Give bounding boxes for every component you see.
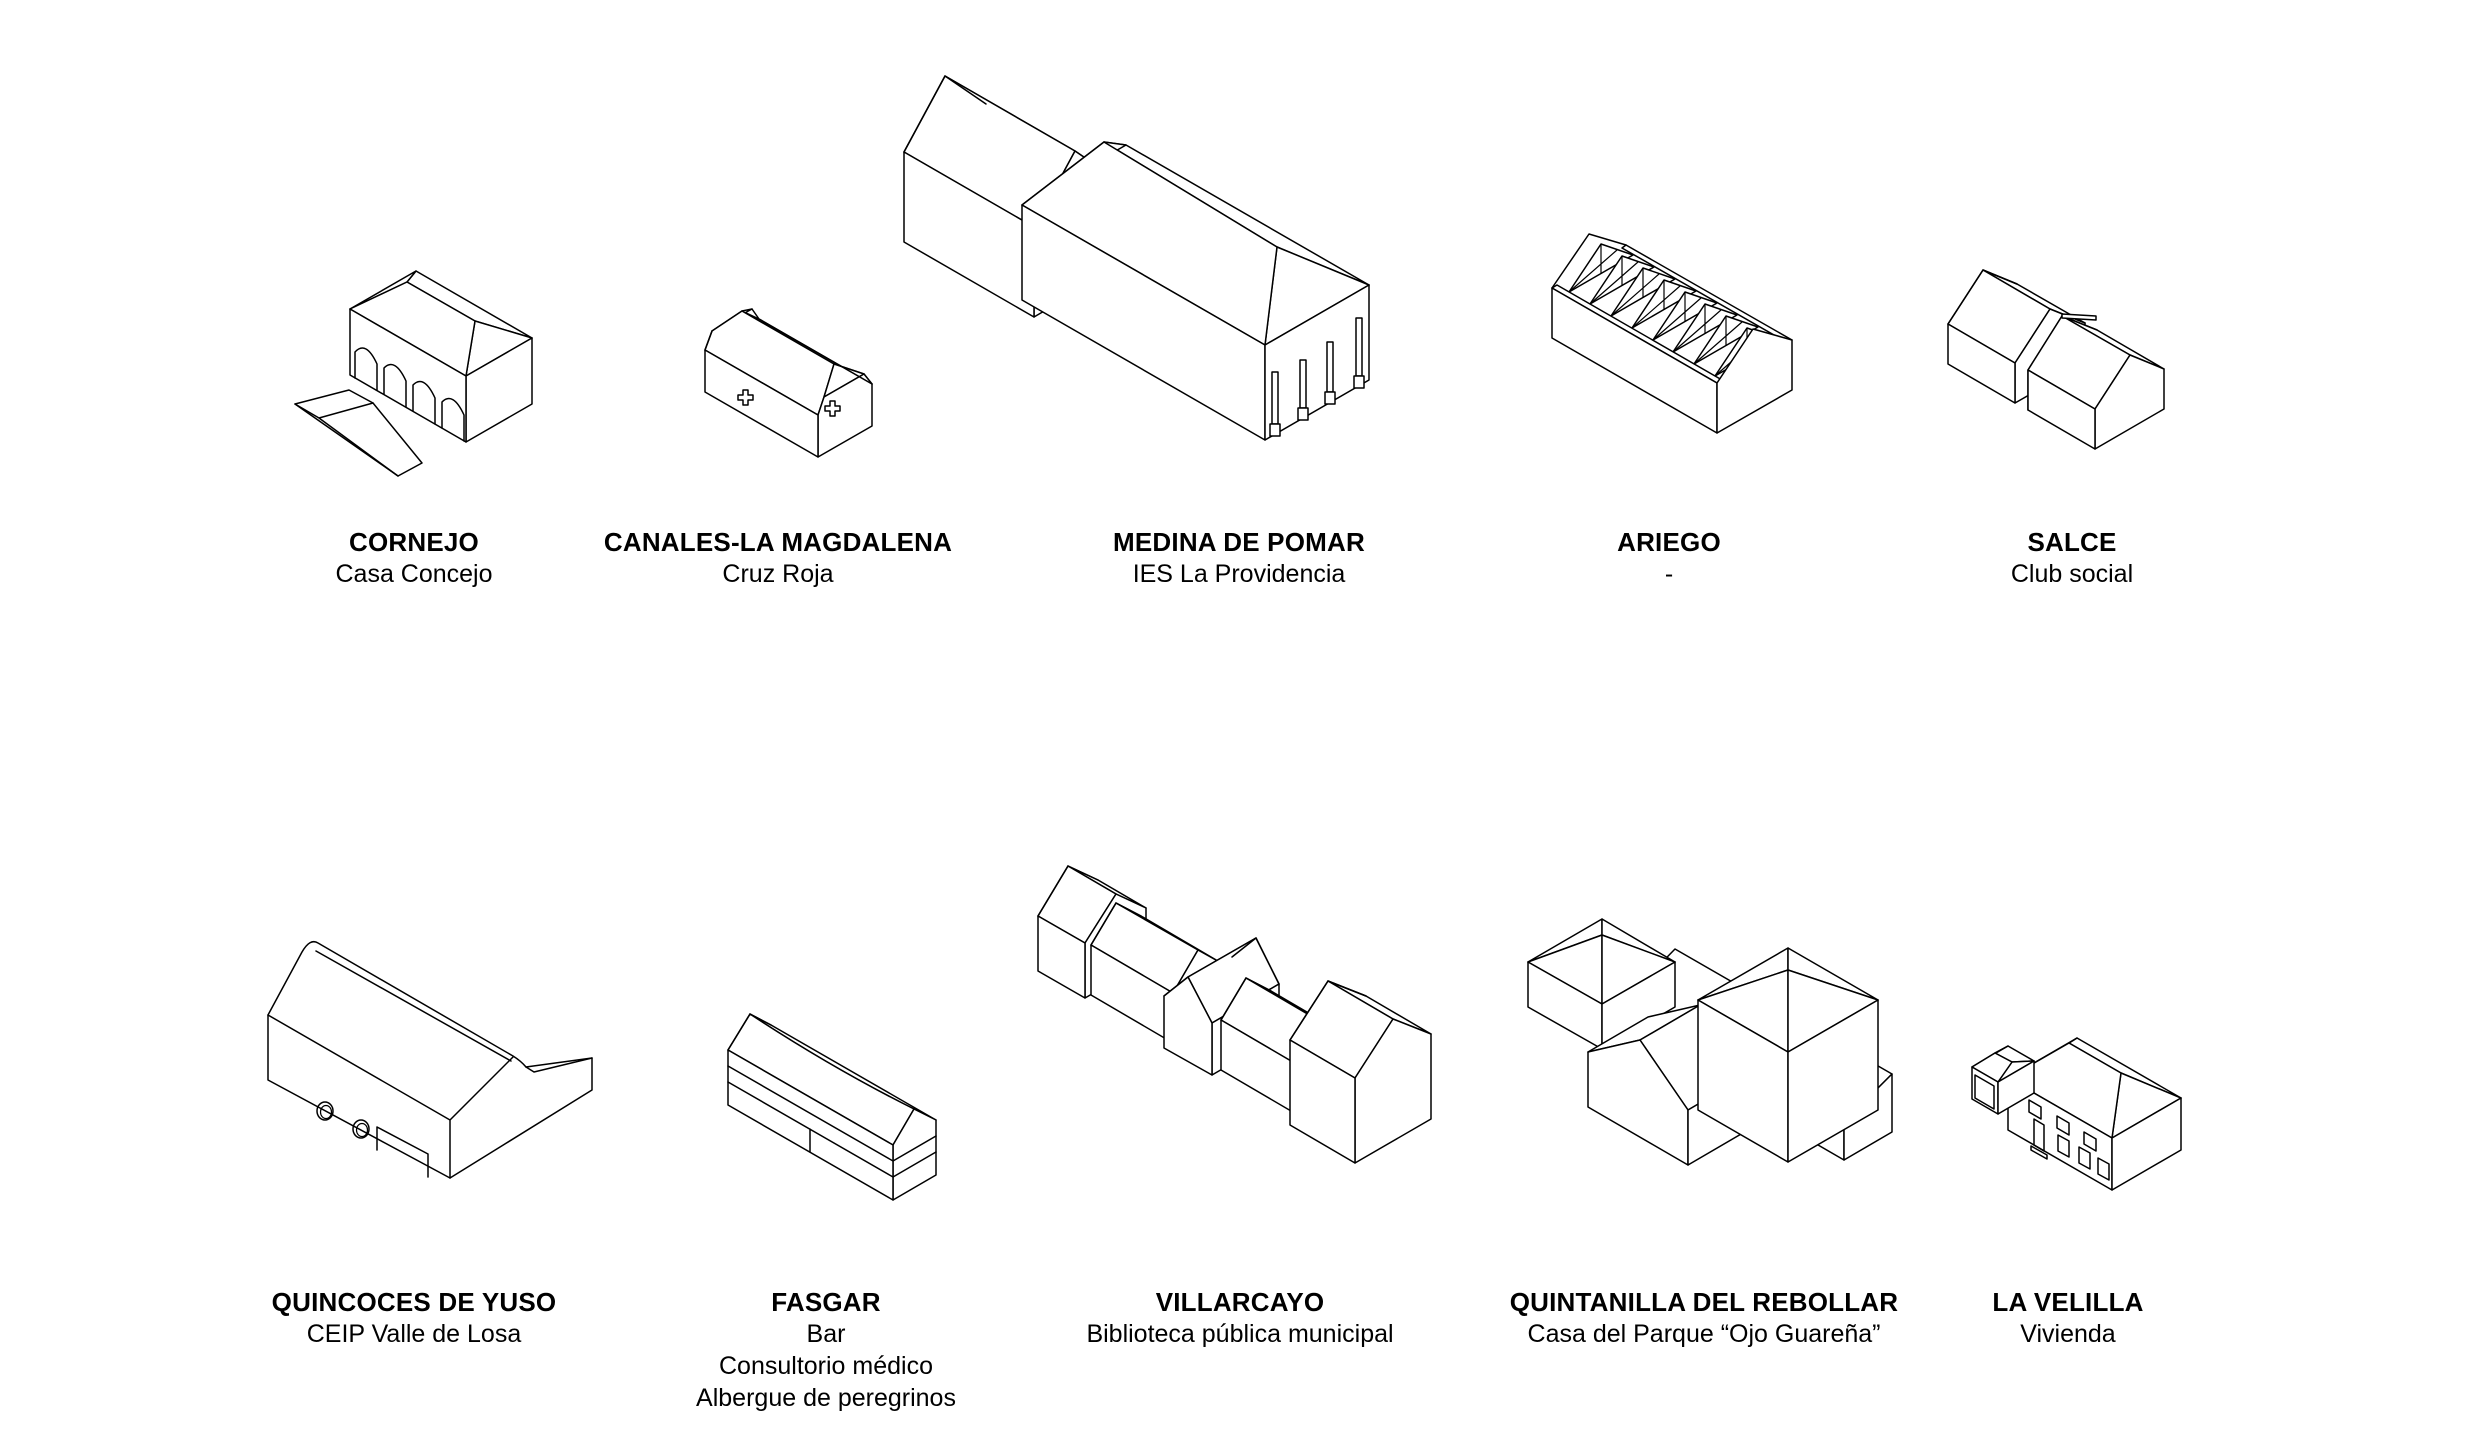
fasgar-roof bbox=[727, 1013, 937, 1146]
settlement-name: VILLARCAYO bbox=[1155, 1287, 1325, 1317]
building-use: Bar bbox=[806, 1320, 846, 1348]
salce-volume-2 bbox=[2027, 315, 2165, 450]
quintanilla-right-pavilion bbox=[1697, 947, 1879, 1163]
salce-canopy bbox=[2061, 313, 2097, 321]
building-use: Casa Concejo bbox=[335, 560, 493, 588]
settlement-name: CORNEJO bbox=[349, 527, 479, 557]
label-salce: SALCE Club social bbox=[1862, 526, 2282, 590]
drawing-fasgar bbox=[700, 1010, 980, 1230]
drawing-ariego bbox=[1540, 230, 1820, 460]
building-use: Vivienda bbox=[2020, 1320, 2116, 1348]
cornejo-arcade bbox=[354, 347, 465, 442]
cornejo-ramp bbox=[294, 389, 423, 477]
settlement-name: FASGAR bbox=[771, 1287, 881, 1317]
lavelilla-garage-door bbox=[1974, 1074, 1995, 1110]
label-quintanilla: QUINTANILLA DEL REBOLLAR Casa del Parque… bbox=[1444, 1286, 1964, 1350]
fasgar-axonometric-icon bbox=[727, 1013, 937, 1201]
label-medina: MEDINA DE POMAR IES La Providencia bbox=[1029, 526, 1449, 590]
building-use: Biblioteca pública municipal bbox=[1086, 1320, 1394, 1348]
building-use: - bbox=[1664, 560, 1674, 588]
drawing-medina bbox=[880, 40, 1440, 480]
settlement-name: LA VELILLA bbox=[1992, 1287, 2144, 1317]
settlement-name: CANALES-LA MAGDALENA bbox=[603, 527, 953, 557]
ariego-near-walls bbox=[1551, 284, 1793, 434]
drawing-canales bbox=[680, 300, 920, 480]
canales-walls bbox=[704, 308, 873, 458]
building-use: CEIP Valle de Losa bbox=[306, 1320, 522, 1348]
canales-red-cross-icon bbox=[737, 389, 841, 417]
label-villarcayo: VILLARCAYO Biblioteca pública municipal bbox=[1030, 1286, 1450, 1350]
label-fasgar: FASGAR Bar Consultorio médico Albergue d… bbox=[616, 1286, 1036, 1414]
settlement-name: MEDINA DE POMAR bbox=[1113, 527, 1365, 557]
drawing-cornejo bbox=[270, 260, 600, 510]
medina-axonometric-icon bbox=[903, 75, 1370, 441]
medina-main-hall bbox=[1021, 141, 1370, 441]
settlement-name: QUINTANILLA DEL REBOLLAR bbox=[1509, 1287, 1899, 1317]
cornejo-axonometric-icon bbox=[294, 270, 533, 477]
fasgar-walls bbox=[727, 1013, 937, 1201]
label-canales: CANALES-LA MAGDALENA Cruz Roja bbox=[548, 526, 1008, 590]
label-lavelilla: LA VELILLA Vivienda bbox=[1858, 1286, 2278, 1350]
lavelilla-annex bbox=[1971, 1045, 2035, 1115]
building-use: IES La Providencia bbox=[1132, 560, 1346, 588]
lavelilla-main-house bbox=[2007, 1037, 2182, 1191]
medina-porch-columns bbox=[1269, 317, 1365, 437]
lavelilla-windows bbox=[2028, 1099, 2110, 1181]
quincoces-axonometric-icon bbox=[267, 940, 593, 1179]
lavelilla-door bbox=[2030, 1118, 2048, 1160]
quintanilla-axonometric-icon bbox=[1527, 918, 1893, 1166]
villarcayo-end-pavilion-near bbox=[1289, 980, 1432, 1164]
settlement-name: QUINCOCES DE YUSO bbox=[271, 1287, 557, 1317]
lavelilla-axonometric-icon bbox=[1971, 1037, 2182, 1191]
label-ariego: ARIEGO - bbox=[1459, 526, 1879, 590]
label-quincoces: QUINCOCES DE YUSO CEIP Valle de Losa bbox=[204, 1286, 624, 1350]
quincoces-porthole-windows bbox=[316, 1101, 370, 1139]
building-use: Casa del Parque “Ojo Guareña” bbox=[1527, 1320, 1881, 1348]
drawing-quintanilla bbox=[1500, 900, 1940, 1240]
label-cornejo: CORNEJO Casa Concejo bbox=[204, 526, 624, 590]
settlement-name: ARIEGO bbox=[1617, 527, 1721, 557]
drawing-salce bbox=[1920, 260, 2200, 470]
building-use: Cruz Roja bbox=[722, 560, 834, 588]
drawing-lavelilla bbox=[1940, 1020, 2220, 1240]
cornejo-roof bbox=[349, 270, 533, 377]
building-use: Consultorio médico bbox=[719, 1352, 933, 1380]
quincoces-envelope bbox=[267, 940, 593, 1179]
salce-axonometric-icon bbox=[1947, 269, 2165, 450]
ariego-axonometric-icon bbox=[1551, 233, 1793, 434]
cornejo-walls bbox=[349, 308, 533, 443]
building-use: Club social bbox=[2010, 560, 2134, 588]
canales-axonometric-icon bbox=[704, 308, 873, 458]
settlement-name: SALCE bbox=[2027, 527, 2117, 557]
quincoces-base-notch bbox=[376, 1126, 429, 1178]
quincoces-roof-lines bbox=[267, 950, 593, 1179]
quintanilla-left-pavilion bbox=[1527, 918, 1676, 1050]
villarcayo-axonometric-icon bbox=[1037, 865, 1432, 1164]
drawing-quincoces bbox=[220, 930, 620, 1250]
building-use: Albergue de peregrinos bbox=[696, 1384, 956, 1412]
drawing-villarcayo bbox=[1000, 860, 1480, 1260]
